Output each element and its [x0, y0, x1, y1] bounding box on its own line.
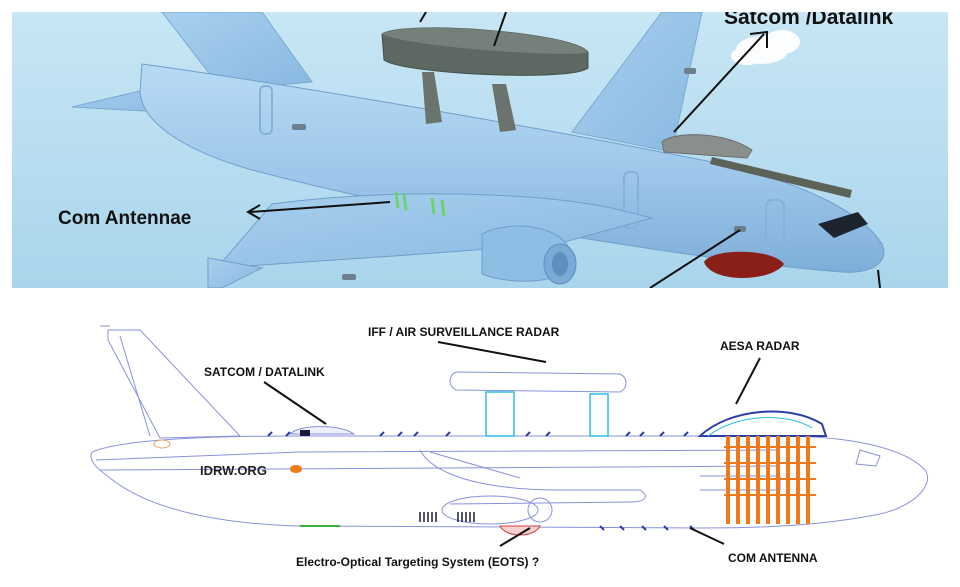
- aircraft-render-panel: Satcom /Datalink Com Antennae: [12, 12, 948, 288]
- nose-callout-line: [877, 269, 881, 288]
- com-antennae-arrowhead: [246, 204, 261, 220]
- engine: [481, 225, 577, 285]
- antenna-row-top: [267, 431, 689, 437]
- fuselage: [139, 63, 885, 273]
- wingtip: [207, 257, 264, 288]
- rotodome-callout-line-2: [419, 12, 427, 23]
- eots-label: Electro-Optical Targeting System (EOTS) …: [296, 555, 539, 569]
- rotodome-callout-line: [493, 12, 507, 47]
- satcom-label: Satcom /Datalink: [724, 12, 894, 29]
- aesa-inner: [707, 417, 813, 437]
- aesa-array: [724, 436, 816, 524]
- cloud: [731, 30, 800, 65]
- aircraft-render: Satcom /Datalink Com Antennae: [12, 12, 948, 288]
- schematic-satcom-dome: [288, 426, 356, 435]
- dash-antennas: [419, 512, 475, 522]
- aesa-radar-label: AESA RADAR: [720, 339, 800, 353]
- watermark-label: IDRW.ORG: [200, 463, 267, 478]
- vertical-tail: [161, 12, 313, 91]
- orange-marker-outline: [153, 439, 171, 449]
- com-antennae-arrow-line: [249, 201, 391, 213]
- schematic-satcom-box: [300, 430, 310, 436]
- fuselage-doors: [259, 85, 785, 247]
- aesa-callout-line: [735, 357, 761, 405]
- schematic-callouts: [263, 341, 761, 547]
- aesa-fairing: [697, 410, 828, 437]
- com-antenna-label: COM ANTENNA: [728, 551, 818, 565]
- schematic-drawing: IFF / AIR SURVEILLANCE RADAR SATCOM / DA…: [90, 325, 929, 569]
- radome-callout-line: [649, 229, 741, 288]
- orange-marker: [290, 465, 302, 473]
- satcom-callout-line: [263, 381, 327, 425]
- com-antennae-label: Com Antennae: [58, 208, 191, 229]
- schematic-fuselage: [90, 325, 929, 529]
- com-antennae-green: [394, 191, 446, 217]
- far-wing: [571, 12, 703, 153]
- iff-radar-label: IFF / AIR SURVEILLANCE RADAR: [368, 325, 560, 339]
- cockpit-windows: [818, 212, 868, 238]
- rotodome-top: [382, 27, 588, 54]
- satcom-arrowhead: [749, 30, 768, 48]
- schematic-rotodome: [449, 371, 627, 437]
- satcom-arrow-line: [673, 33, 765, 133]
- eots-callout-line: [499, 527, 531, 547]
- ventral-radome: [704, 251, 784, 278]
- dorsal-strip: [710, 157, 852, 198]
- satcom-label-schematic: SATCOM / DATALINK: [204, 365, 325, 379]
- callout-lines: [246, 12, 881, 288]
- rotodome-struts: [422, 72, 516, 132]
- satcom-fairing: [661, 134, 753, 159]
- iff-callout-line: [437, 341, 547, 363]
- com-antenna-callout-line: [689, 527, 725, 545]
- antenna-stubs: [292, 68, 746, 280]
- schematic-panel: IFF / AIR SURVEILLANCE RADAR SATCOM / DA…: [0, 300, 960, 587]
